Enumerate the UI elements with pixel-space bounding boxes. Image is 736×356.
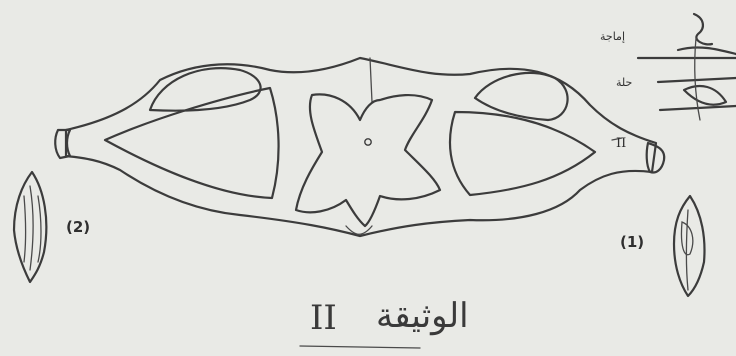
grey-matter — [296, 94, 440, 226]
inset-diagram — [638, 14, 736, 120]
specimen-1-drawing — [674, 196, 704, 296]
specimen-1-marker: (1) — [620, 233, 644, 251]
document-title: الوثيقة — [376, 296, 469, 336]
specimen-2-drawing — [14, 172, 46, 282]
title-numeral: II — [310, 298, 337, 338]
left-nerve-root — [55, 130, 70, 158]
dorsal-fissure — [370, 58, 372, 102]
inset-label-middle: حلة — [616, 76, 632, 89]
right-white-matter — [450, 112, 595, 195]
central-canal — [365, 139, 371, 145]
edge-marker: II — [616, 136, 626, 151]
inset-label-top: إماجة — [600, 30, 625, 43]
specimen-2-marker: (2) — [66, 218, 90, 236]
title-underline — [300, 346, 420, 348]
section-outline — [66, 58, 656, 236]
